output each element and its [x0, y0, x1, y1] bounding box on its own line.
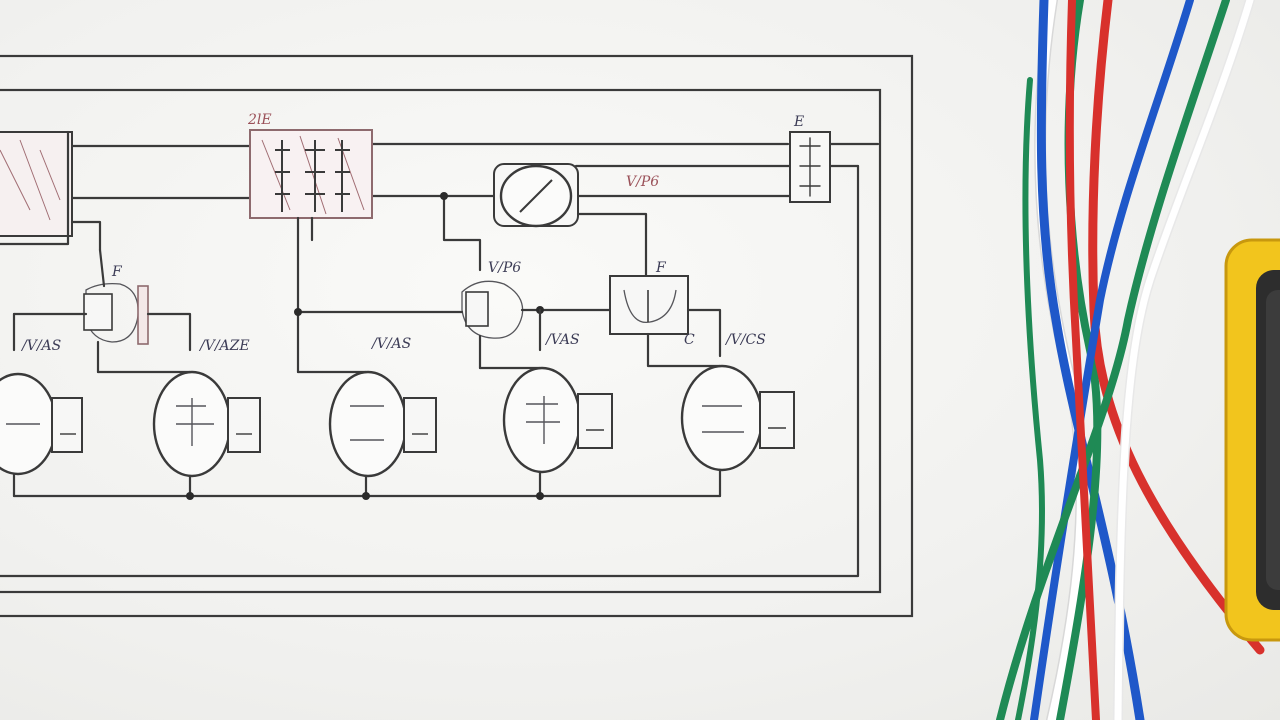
left-transistor	[12, 248, 192, 374]
label-mid-right: F	[655, 260, 667, 276]
center-transistor	[294, 280, 612, 370]
connector-block	[789, 131, 831, 203]
label-row-2: /V/AZE	[198, 338, 250, 354]
right-transistor	[609, 275, 722, 368]
label-row-5: /V/CS	[724, 332, 766, 348]
multimeter-icon	[1224, 238, 1280, 642]
schematic-labels: 2lE E V/P6 F V/P6 F /V/AS /V/AZE /V/AS /…	[20, 112, 804, 354]
label-mid-center: V/P6	[488, 260, 521, 276]
motor-symbol-2	[96, 370, 261, 498]
motor-symbol-3	[296, 370, 437, 498]
top-center-block	[249, 129, 373, 374]
gauge-symbol	[440, 163, 648, 278]
top-bus-lines	[70, 142, 880, 200]
left-relay-box	[0, 130, 102, 252]
label-top-right: E	[793, 114, 804, 130]
label-c: C	[684, 332, 695, 348]
paper-border	[0, 54, 914, 618]
label-row-4: /VAS	[544, 332, 580, 348]
wire-bundle-icon	[996, 0, 1265, 720]
label-top-center: 2lE	[247, 112, 272, 128]
label-mid-left: F	[111, 264, 123, 280]
motor-symbol-4	[478, 366, 613, 498]
label-row-3: /V/AS	[370, 336, 411, 352]
motor-symbol-1	[0, 372, 83, 498]
label-mid-upper: V/P6	[626, 174, 659, 190]
bottom-bus	[12, 492, 722, 500]
motor-symbol-5	[680, 364, 795, 498]
label-row-1: /V/AS	[20, 338, 61, 354]
